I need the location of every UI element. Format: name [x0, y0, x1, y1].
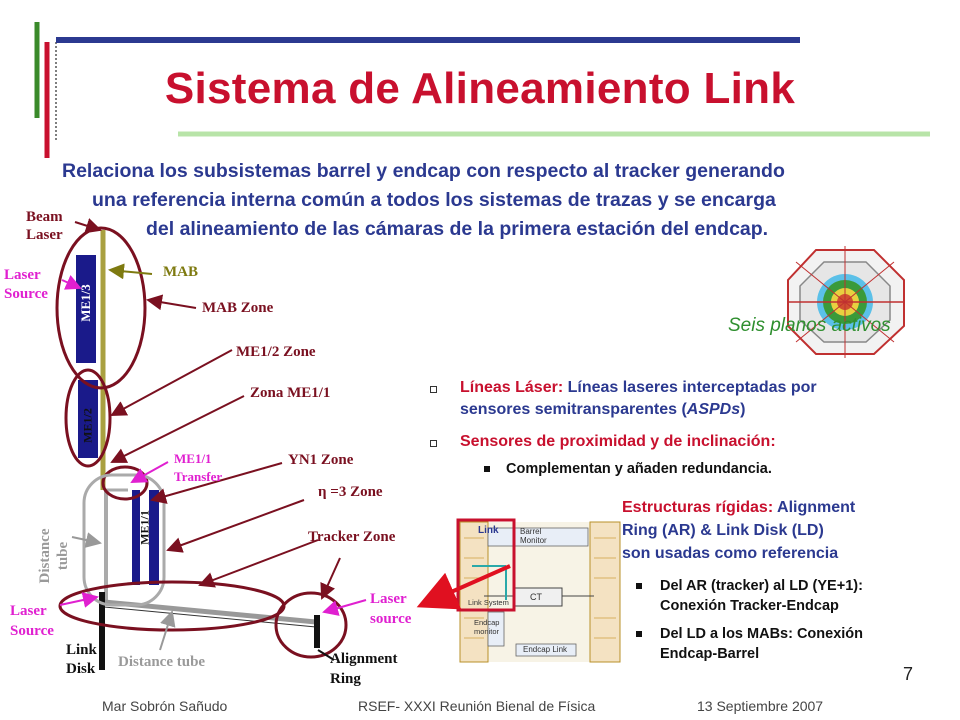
bullet-lineas-laser: Líneas Láser: Líneas laseres interceptad…: [460, 379, 817, 418]
schematic-highlight-box: [456, 518, 516, 612]
tracker-zone-ellipse: [274, 591, 348, 659]
sub-bullet-ar-ld: Del AR (tracker) al LD (YE+1):Conexión T…: [660, 578, 863, 614]
sub-bullet-square-1: [484, 466, 490, 472]
label-yn1-zone: YN1 Zone: [288, 452, 354, 468]
label-distance-tube: Distance tube: [118, 654, 206, 670]
red-pointer-arrow: [416, 564, 511, 610]
sub-bullet-square-2: [636, 583, 642, 589]
schematic-ct-label: CT: [530, 592, 542, 602]
bullet-estructuras: Estructuras rígidas: Alignment Ring (AR)…: [622, 499, 856, 562]
schematic-link-system-label: Link System: [468, 598, 509, 607]
detector-transverse-view-image: [776, 242, 916, 360]
chamber-me11: [149, 490, 159, 585]
intro-paragraph: Relaciona los subsistemas barrel y endca…: [62, 157, 960, 244]
sub-bullet-square-3: [636, 631, 642, 637]
footer-date: 13 Septiembre 2007: [697, 698, 824, 714]
intro-line-2: una referencia interna común a todos los…: [92, 189, 776, 211]
image-caption: Seis planos activos: [728, 315, 891, 336]
alignment-diagram: [55, 218, 367, 670]
chamber-me12-label: ME1/2: [80, 408, 95, 443]
label-mab-zone: MAB Zone: [202, 300, 274, 316]
bullet-square-1: [430, 386, 437, 393]
page-number: 7: [903, 664, 914, 684]
footer-event: RSEF- XXXI Reunión Bienal de Física: [358, 698, 596, 714]
label-zona-me11: Zona ME1/1: [250, 385, 331, 401]
link-system-schematic: [456, 518, 621, 663]
chamber-me11-label: ME1/1: [137, 510, 152, 545]
intro-line-1: Relaciona los subsistemas barrel y endca…: [62, 160, 785, 182]
intro-line-3: del alineamiento de las cámaras de la pr…: [146, 218, 769, 240]
footer-author: Mar Sobrón Sañudo: [102, 698, 228, 714]
label-me12-zone: ME1/2 Zone: [236, 344, 316, 360]
schematic-endcap-link-label: Endcap Link: [523, 645, 568, 654]
header-decoration: [34, 22, 930, 158]
label-mab: MAB: [163, 264, 198, 280]
slide-title: Sistema de Alineamiento Link: [164, 64, 796, 113]
bullet-sensores: Sensores de proximidad y de inclinación:: [460, 433, 776, 450]
sub-bullet-complementan: Complementan y añaden redundancia.: [506, 461, 772, 477]
bullet-square-2: [430, 440, 437, 447]
label-tracker-zone: Tracker Zone: [308, 529, 396, 545]
schematic-link-label: Link: [478, 525, 499, 536]
label-eta-zone: η =3 Zone: [318, 484, 383, 500]
chamber-me12: [78, 380, 98, 458]
chamber-me13-label: ME1/3: [78, 284, 93, 322]
